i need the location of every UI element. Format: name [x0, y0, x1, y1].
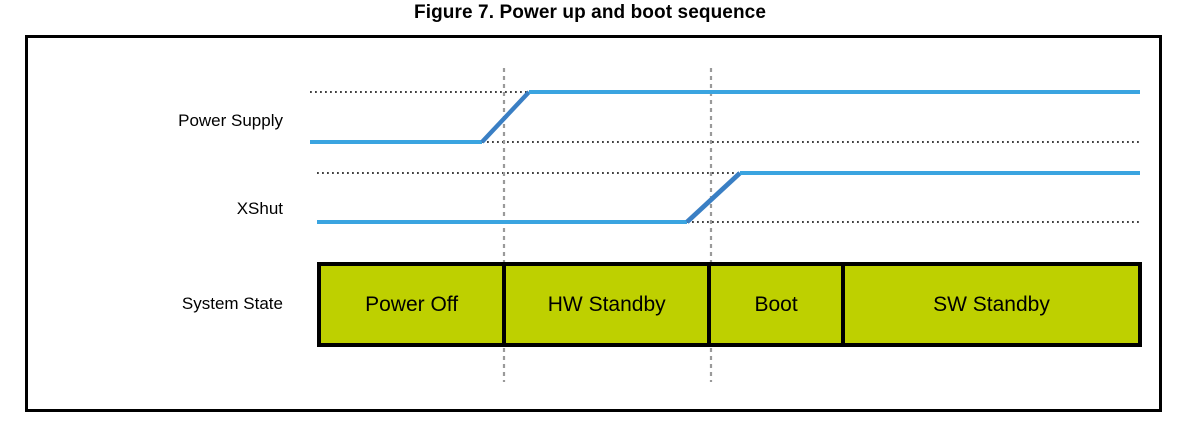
figure-title: Figure 7. Power up and boot sequence	[414, 2, 766, 23]
state-box-label: SW Standby	[933, 293, 1050, 316]
signal-label-xshut: XShut	[236, 199, 283, 218]
state-box-sw-standby[interactable]: SW Standby	[844, 266, 1139, 343]
figure-frame-border	[25, 35, 1162, 412]
state-box-label: Boot	[754, 293, 798, 316]
state-box-label: HW Standby	[547, 293, 666, 316]
state-box-hw-standby[interactable]: HW Standby	[506, 266, 712, 343]
state-box-boot[interactable]: Boot	[711, 266, 845, 343]
state-box-label: Power Off	[365, 293, 459, 316]
signal-label-system-state: System State	[181, 294, 283, 313]
system-state-timeline: Power Off HW Standby Boot SW Standby	[317, 262, 1142, 347]
signal-label-power-supply: Power Supply	[178, 111, 283, 130]
state-box-power-off[interactable]: Power Off	[321, 266, 507, 343]
